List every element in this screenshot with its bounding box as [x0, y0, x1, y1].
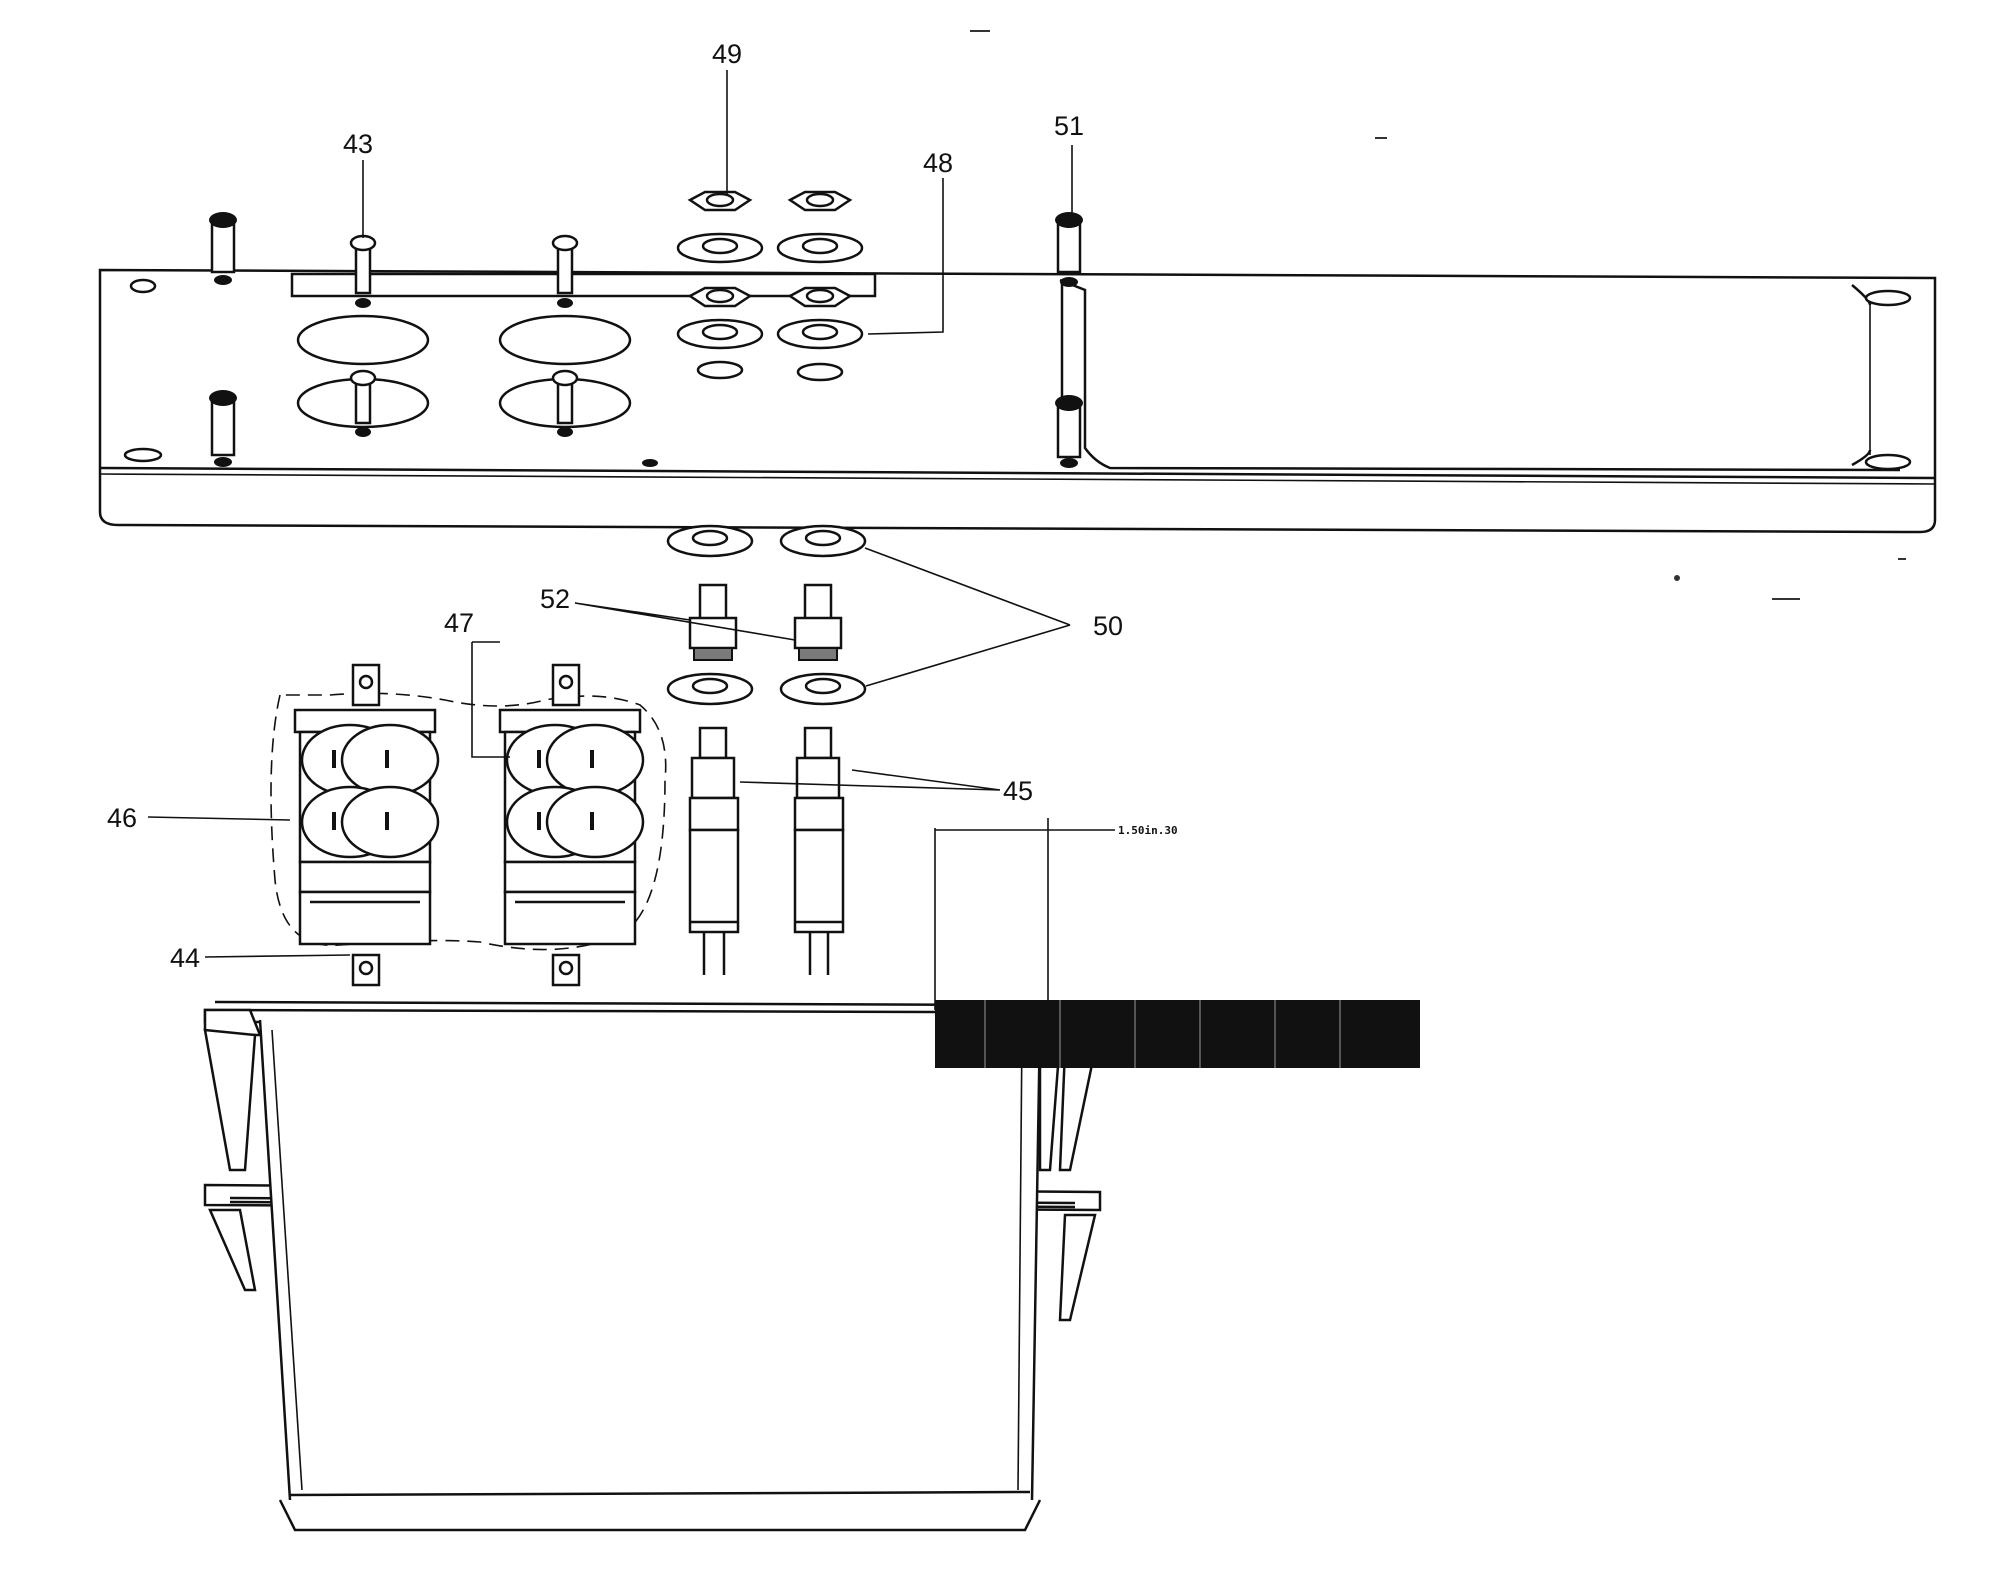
callout-48: 48 [923, 148, 953, 178]
bolt-51-bottom [1055, 395, 1083, 468]
callout-49: 49 [712, 39, 742, 69]
enclosure-box [203, 1000, 1102, 1532]
switch-assemblies [666, 524, 867, 975]
callout-45: 45 [1003, 776, 1033, 806]
callout-43: 43 [343, 129, 373, 159]
nuts-washers [676, 190, 864, 382]
bolt-left-top [209, 212, 237, 285]
callout-44: 44 [170, 943, 200, 973]
leader-lines [147, 70, 1073, 958]
outlet-assemblies [270, 663, 667, 987]
screw-43-c [349, 369, 377, 437]
tag-label: 1.50in.30 [1118, 824, 1178, 837]
bolt-left-bottom [209, 390, 237, 467]
black-bar [935, 1000, 1420, 1068]
screw-43-d [551, 369, 579, 437]
callout-51: 51 [1054, 111, 1084, 141]
scale-tag: 1.50in.30 [934, 818, 1420, 1068]
callout-labels: 43 44 45 46 47 48 49 50 51 52 [107, 39, 1123, 973]
callout-50: 50 [1093, 611, 1123, 641]
scan-specks [970, 30, 1906, 600]
bolt-51-top [1055, 212, 1083, 287]
callout-52: 52 [540, 584, 570, 614]
screw-43-b [551, 234, 579, 308]
panel-screws [209, 212, 1083, 468]
callout-47: 47 [444, 608, 474, 638]
screw-43-a [349, 234, 377, 308]
top-panel [98, 268, 1937, 534]
callout-46: 46 [107, 803, 137, 833]
